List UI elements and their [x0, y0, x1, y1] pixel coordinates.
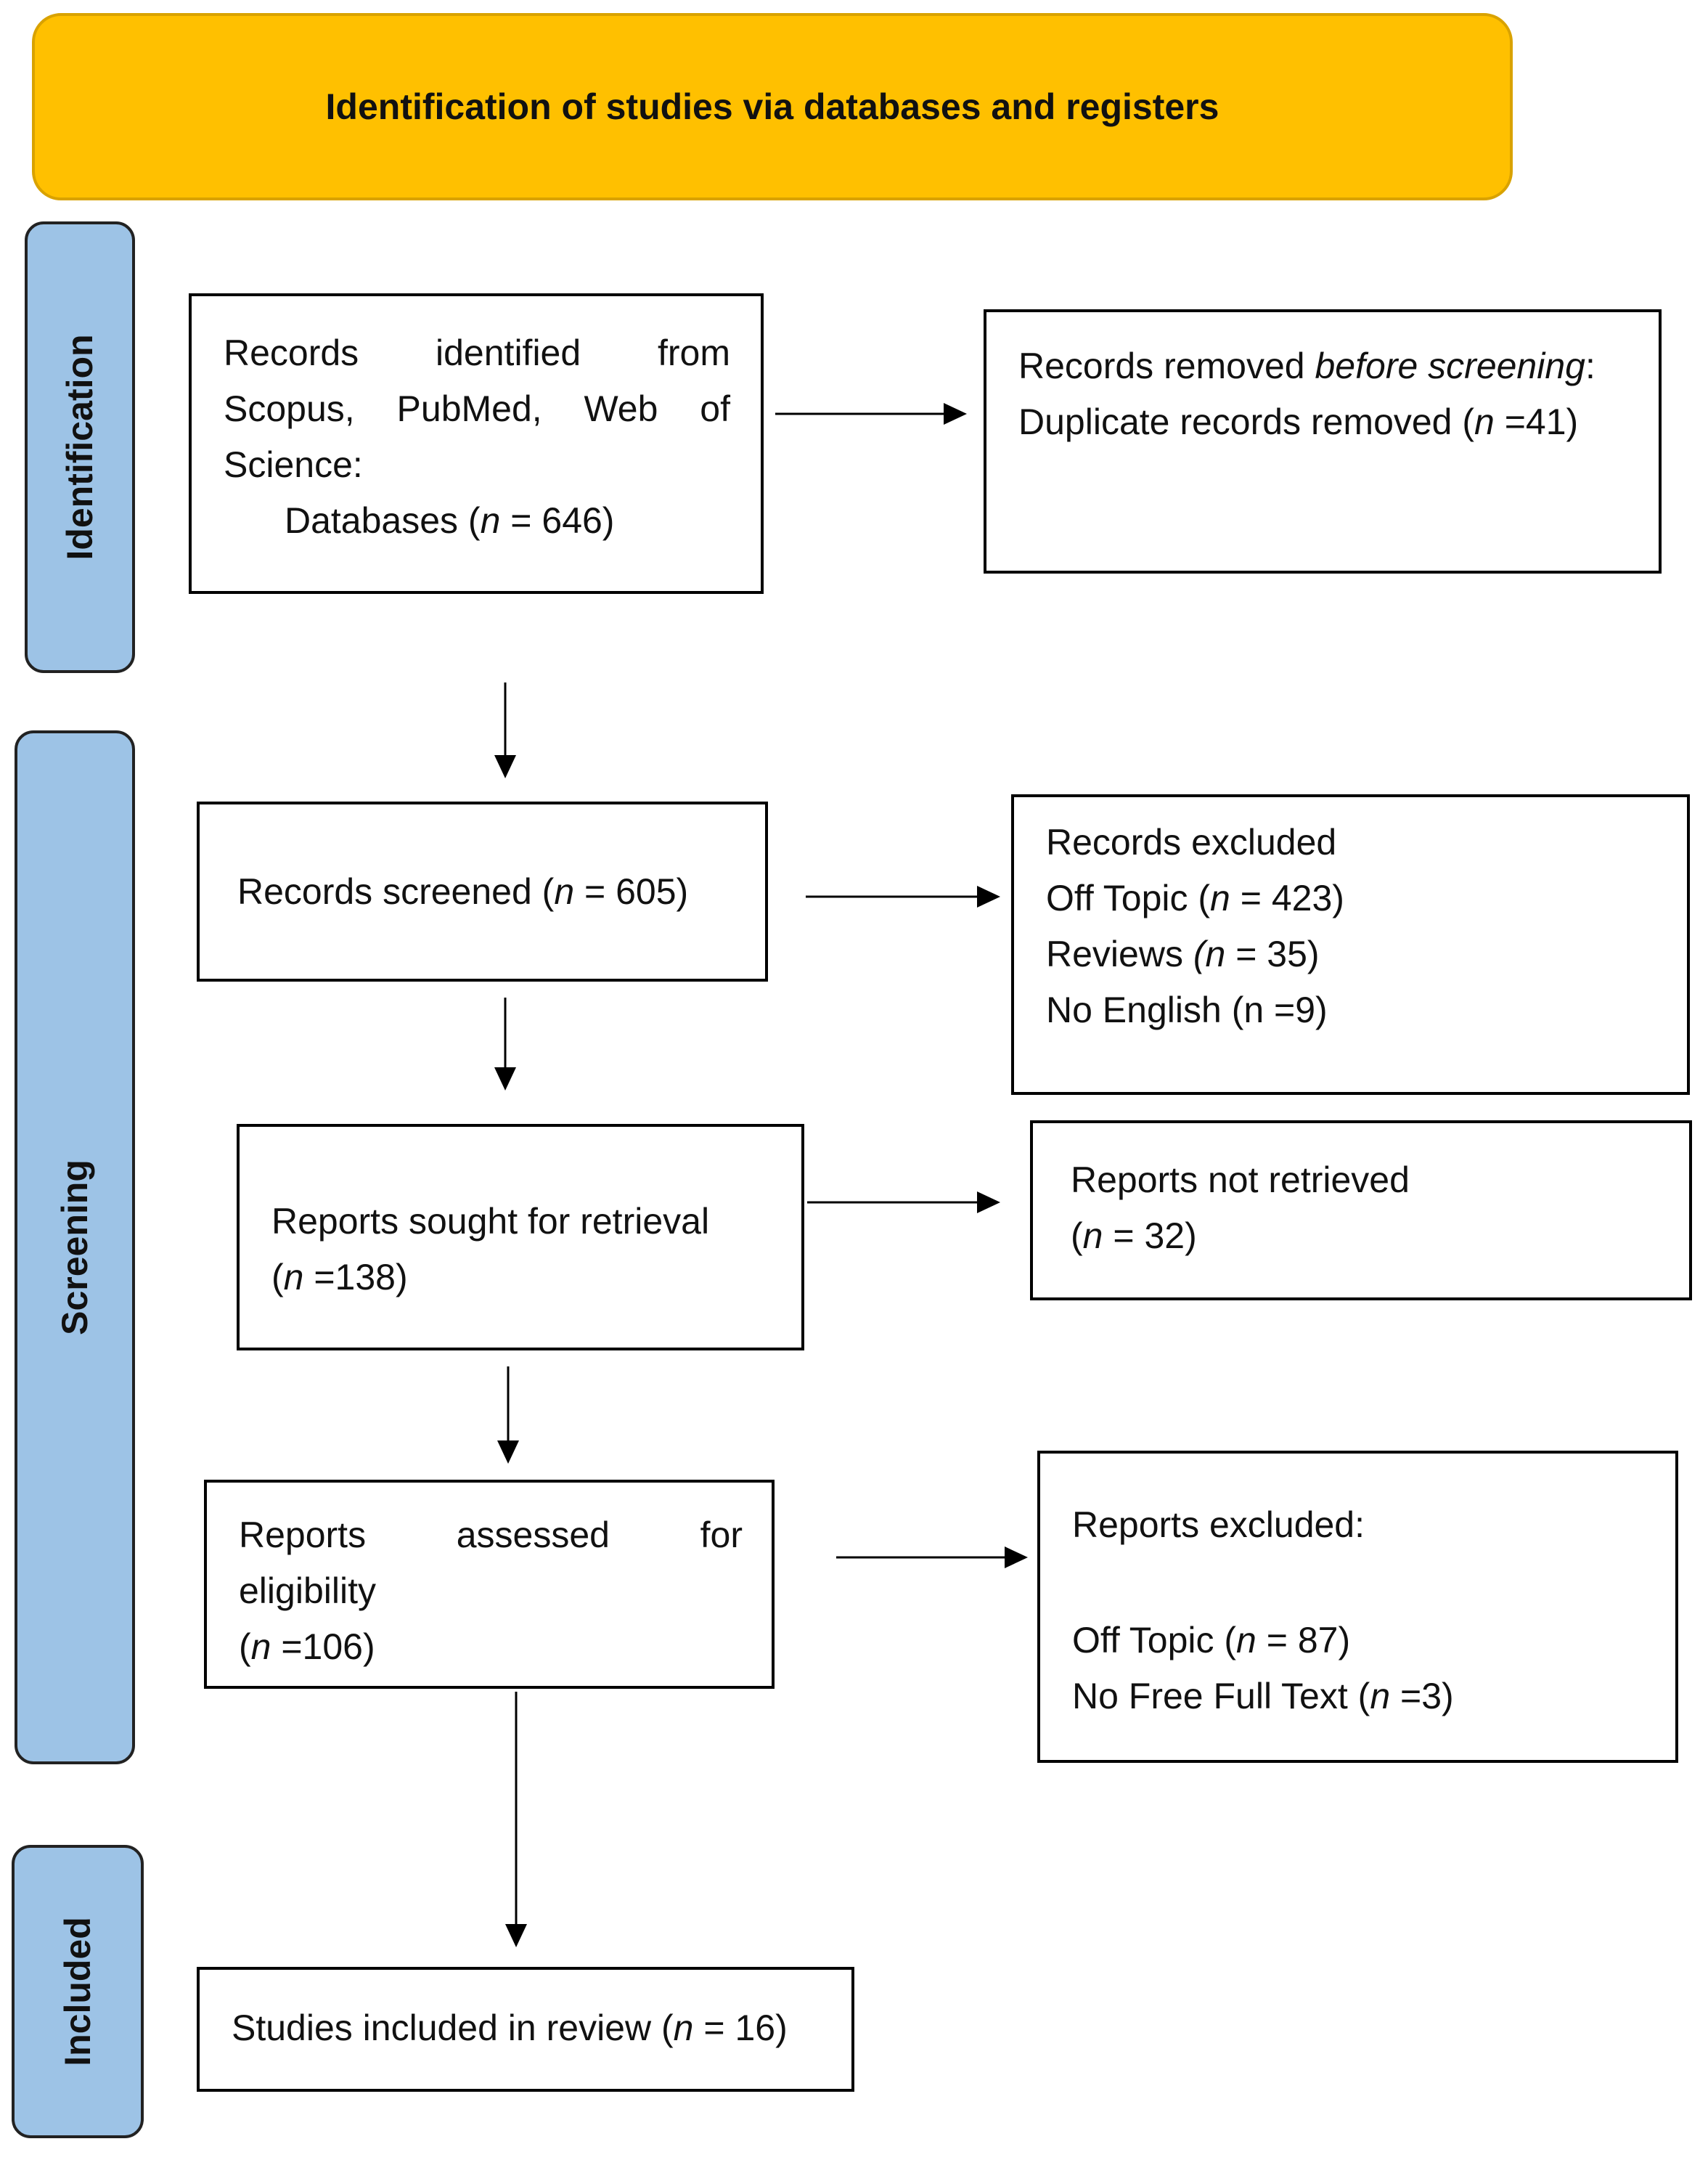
records-identified-box: Records identified from Scopus, PubMed, …: [189, 293, 764, 594]
reports-assessed-line-1: Reports assessed for: [239, 1507, 743, 1563]
n-symbol: n: [1236, 1620, 1257, 1660]
arrowhead-right-icon: [977, 1191, 1000, 1213]
n-symbol: n: [673, 2008, 694, 2048]
records-removed-title: Records removed before screening:: [1018, 338, 1659, 394]
arrowhead-down-icon: [494, 755, 516, 778]
records-identified-count: Databases (n = 646): [224, 493, 730, 549]
records-screened-box: Records screened (n = 605): [197, 802, 768, 982]
title-emphasis: before screening: [1315, 346, 1585, 386]
n-symbol: n: [1474, 402, 1495, 442]
records-identified-line-2: Scopus, PubMed, Web of: [224, 381, 730, 437]
count-value: =41): [1494, 402, 1579, 442]
reports-sought-box: Reports sought for retrieval (n =138): [237, 1124, 804, 1350]
arrowhead-down-icon: [505, 1924, 527, 1947]
header-banner: Identification of studies via databases …: [32, 13, 1513, 200]
label: Off Topic (: [1046, 878, 1211, 918]
duplicates-removed: Duplicate records removed (n =41): [1018, 394, 1659, 450]
count-value: = 35): [1225, 934, 1320, 974]
stage-included: Included: [12, 1845, 144, 2138]
records-excluded-title: Records excluded: [1046, 822, 1337, 863]
reports-assessed-box: Reports assessed for eligibility (n =106…: [204, 1480, 775, 1689]
stage-identification: Identification: [25, 221, 135, 673]
paren: (: [271, 1257, 284, 1297]
reports-assessed-count: (n =106): [239, 1619, 743, 1675]
paren: (: [239, 1626, 251, 1667]
count-value: = 423): [1230, 878, 1344, 918]
arrowhead-right-icon: [977, 886, 1000, 908]
word: of: [700, 388, 730, 429]
paren: (: [1071, 1215, 1083, 1256]
label: No Free Full Text (: [1072, 1676, 1370, 1716]
count-prefix: Duplicate records removed (: [1018, 402, 1475, 442]
n-symbol: n: [1370, 1676, 1391, 1716]
excluded-off-topic: Off Topic (n = 423): [1046, 871, 1687, 926]
label: Reviews: [1046, 934, 1193, 974]
reports-sought-count: (n =138): [271, 1250, 801, 1305]
reports-excluded-off-topic: Off Topic (n = 87): [1072, 1613, 1675, 1668]
count-prefix: Records screened (: [237, 871, 555, 912]
word: for: [700, 1515, 743, 1555]
stage-label-identification: Identification: [60, 334, 100, 561]
n-symbol: n: [1082, 1215, 1103, 1256]
stage-label-screening: Screening: [54, 1160, 95, 1335]
arrowhead-down-icon: [494, 1067, 516, 1091]
count-value: = 605): [574, 871, 689, 912]
n-symbol: n: [480, 500, 501, 541]
reports-not-retrieved-title: Reports not retrieved: [1071, 1160, 1410, 1200]
stage-label-included: Included: [57, 1917, 98, 2066]
arrowhead-right-icon: [944, 403, 967, 425]
count-value: =3): [1390, 1676, 1454, 1716]
records-excluded-box: Records excluded Off Topic (n = 423) Rev…: [1011, 794, 1690, 1095]
records-removed-box: Records removed before screening: Duplic…: [984, 309, 1662, 574]
n-symbol: (n: [1193, 934, 1226, 974]
count-value: = 16): [693, 2008, 788, 2048]
count-value: = 87): [1256, 1620, 1351, 1660]
reports-excluded-box: Reports excluded: Off Topic (n = 87) No …: [1037, 1451, 1678, 1763]
reports-excluded-no-free-text: No Free Full Text (n =3): [1072, 1668, 1675, 1724]
word: Scopus,: [224, 388, 355, 429]
stage-screening: Screening: [15, 730, 135, 1764]
count-value: = 646): [500, 500, 615, 541]
word: Web: [584, 388, 658, 429]
studies-included-box: Studies included in review (n = 16): [197, 1967, 854, 2092]
word: assessed: [456, 1515, 610, 1555]
records-screened-text: Records screened (n = 605): [237, 864, 765, 920]
word: Records: [224, 333, 359, 373]
word: identified: [436, 333, 581, 373]
reports-assessed-line-2: eligibility: [239, 1570, 376, 1611]
excluded-no-english: No English (n =9): [1046, 990, 1328, 1030]
n-symbol: n: [1210, 878, 1230, 918]
records-identified-line-3: Science:: [224, 444, 363, 485]
word: Reports: [239, 1515, 367, 1555]
count-prefix: Studies included in review (: [232, 2008, 674, 2048]
n-symbol: n: [554, 871, 575, 912]
count-value: = 32): [1103, 1215, 1197, 1256]
n-symbol: n: [283, 1257, 304, 1297]
count-value: =106): [271, 1626, 375, 1667]
arrowhead-right-icon: [1005, 1546, 1028, 1568]
word: from: [658, 333, 730, 373]
studies-included-text: Studies included in review (n = 16): [232, 2000, 851, 2056]
reports-not-retrieved-box: Reports not retrieved (n = 32): [1030, 1120, 1692, 1300]
count-value: =138): [303, 1257, 408, 1297]
records-identified-line-1: Records identified from: [224, 325, 730, 381]
arrowhead-down-icon: [497, 1440, 519, 1464]
n-symbol: n: [250, 1626, 271, 1667]
label: Off Topic (: [1072, 1620, 1237, 1660]
excluded-reviews: Reviews (n = 35): [1046, 926, 1687, 982]
reports-not-retrieved-count: (n = 32): [1071, 1208, 1689, 1264]
title-suffix: :: [1585, 346, 1595, 386]
reports-excluded-title: Reports excluded:: [1072, 1504, 1365, 1545]
header-title: Identification of studies via databases …: [325, 86, 1219, 127]
title-prefix: Records removed: [1018, 346, 1315, 386]
count-prefix: Databases (: [285, 500, 481, 541]
reports-sought-title: Reports sought for retrieval: [271, 1201, 710, 1242]
word: PubMed,: [396, 388, 542, 429]
spacer: [1072, 1553, 1675, 1613]
